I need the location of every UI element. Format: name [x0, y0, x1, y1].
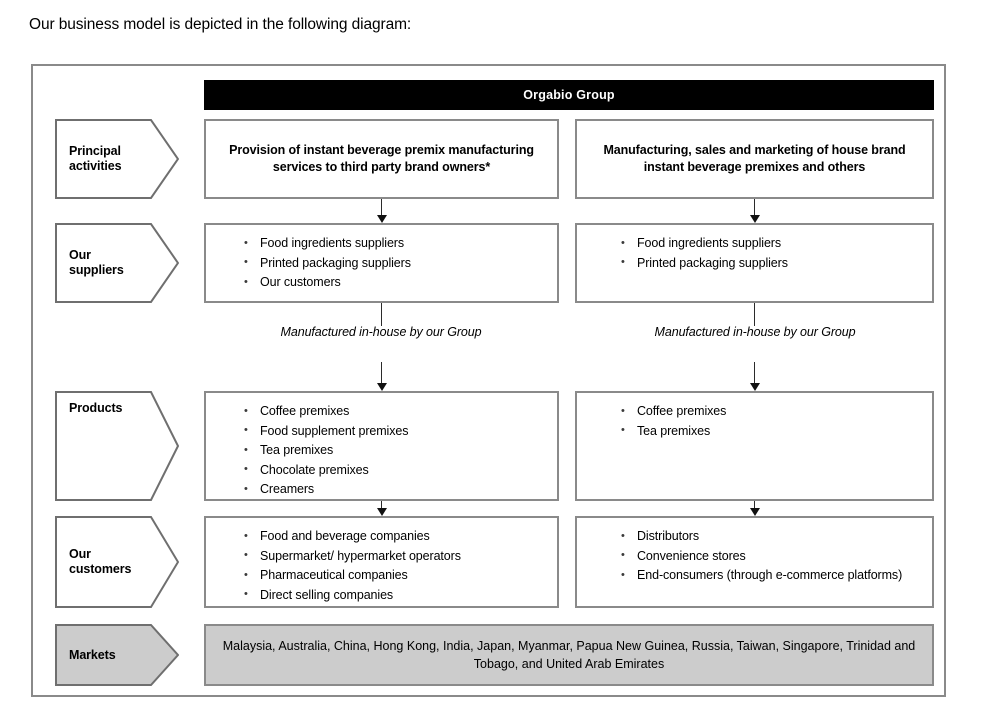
- list-item: Pharmaceutical companies: [244, 566, 547, 586]
- row-label-text: Markets: [69, 647, 116, 662]
- list-item: Food ingredients suppliers: [621, 234, 922, 254]
- list-item: Coffee premixes: [621, 402, 922, 422]
- row-label-principal-activities: Principal activities: [55, 119, 179, 199]
- arrowhead-right-products: [750, 383, 760, 391]
- products-list-right: Coffee premixes Tea premixes: [577, 393, 932, 441]
- row-label-text: Principal activities: [69, 144, 122, 173]
- list-item: End-consumers (through e-commerce platfo…: [621, 566, 922, 586]
- list-item: Food ingredients suppliers: [244, 234, 547, 254]
- connector-left-note-products: [381, 362, 382, 384]
- connector-right-products-customers: [754, 501, 755, 509]
- connector-right-suppliers-note: [754, 303, 755, 326]
- list-item: Printed packaging suppliers: [621, 253, 922, 274]
- list-item: Creamers: [244, 480, 547, 500]
- list-item: Tea premixes: [244, 441, 547, 461]
- row-label-text: Our customers: [69, 547, 132, 576]
- list-item: Coffee premixes: [244, 402, 547, 422]
- pentagon-arrow-icon: [55, 624, 179, 686]
- note-manufactured-right: Manufactured in-house by our Group: [654, 325, 856, 339]
- row-label-products: Products: [55, 391, 179, 501]
- arrowhead-left-customers: [377, 508, 387, 516]
- list-item: Printed packaging suppliers: [244, 253, 547, 274]
- row-label-text: Products: [69, 401, 123, 415]
- customers-box-left: Food and beverage companies Supermarket/…: [204, 516, 559, 608]
- products-list-left: Coffee premixes Food supplement premixes…: [206, 393, 557, 500]
- arrowhead-left-products: [377, 383, 387, 391]
- arrowhead-right-suppliers: [750, 215, 760, 223]
- business-model-diagram: Orgabio Group Principal activities Our s…: [31, 64, 946, 697]
- arrowhead-left-suppliers: [377, 215, 387, 223]
- principal-activity-box-left: Provision of instant beverage premix man…: [204, 119, 559, 199]
- list-item: Food and beverage companies: [244, 527, 547, 547]
- row-label-our-suppliers: Our suppliers: [55, 223, 179, 303]
- row-label-text: Our suppliers: [69, 248, 124, 277]
- group-header-bar: Orgabio Group: [204, 80, 934, 110]
- pentagon-arrow-icon: [55, 391, 179, 501]
- customers-box-right: Distributors Convenience stores End-cons…: [575, 516, 934, 608]
- suppliers-list-right: Food ingredients suppliers Printed packa…: [577, 225, 932, 273]
- list-item: Food supplement premixes: [244, 421, 547, 442]
- suppliers-list-left: Food ingredients suppliers Printed packa…: [206, 225, 557, 293]
- pentagon-arrow-icon: [55, 516, 179, 608]
- principal-activity-box-right: Manufacturing, sales and marketing of ho…: [575, 119, 934, 199]
- markets-box: Malaysia, Australia, China, Hong Kong, I…: [204, 624, 934, 686]
- list-item: Our customers: [244, 273, 547, 293]
- row-label-our-customers: Our customers: [55, 516, 179, 608]
- customers-list-right: Distributors Convenience stores End-cons…: [577, 518, 932, 586]
- pentagon-arrow-icon: [55, 119, 179, 199]
- suppliers-box-left: Food ingredients suppliers Printed packa…: [204, 223, 559, 303]
- connector-left-activities-suppliers: [381, 199, 382, 215]
- products-box-right: Coffee premixes Tea premixes: [575, 391, 934, 501]
- products-box-left: Coffee premixes Food supplement premixes…: [204, 391, 559, 501]
- connector-left-products-customers: [381, 501, 382, 509]
- intro-paragraph: Our business model is depicted in the fo…: [29, 16, 412, 33]
- list-item: Convenience stores: [621, 546, 922, 567]
- list-item: Direct selling companies: [244, 585, 547, 606]
- connector-right-note-products: [754, 362, 755, 384]
- arrowhead-right-customers: [750, 508, 760, 516]
- list-item: Supermarket/ hypermarket operators: [244, 546, 547, 567]
- row-label-markets: Markets: [55, 624, 179, 686]
- connector-left-suppliers-note: [381, 303, 382, 326]
- pentagon-arrow-icon: [55, 223, 179, 303]
- list-item: Distributors: [621, 527, 922, 547]
- customers-list-left: Food and beverage companies Supermarket/…: [206, 518, 557, 605]
- connector-right-activities-suppliers: [754, 199, 755, 215]
- suppliers-box-right: Food ingredients suppliers Printed packa…: [575, 223, 934, 303]
- note-manufactured-left: Manufactured in-house by our Group: [280, 325, 482, 339]
- list-item: Tea premixes: [621, 421, 922, 442]
- list-item: Chocolate premixes: [244, 460, 547, 481]
